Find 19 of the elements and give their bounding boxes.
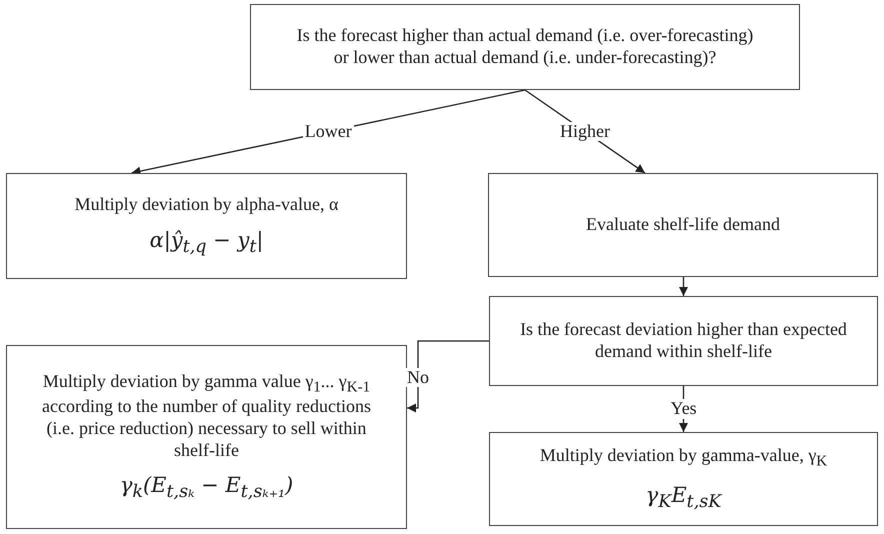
arrow bbox=[407, 340, 489, 413]
formula: α|ŷ$_{t,q}$ − y$_{t}$| bbox=[150, 228, 264, 258]
box-text: Multiply deviation by alpha-value, α bbox=[74, 194, 338, 216]
decision-box bbox=[250, 4, 800, 90]
arrow bbox=[678, 277, 688, 296]
edge-label: Yes bbox=[668, 399, 699, 419]
process-box bbox=[6, 173, 407, 279]
box-text: Multiply deviation by gamma-value, γ$_{K}$ bbox=[540, 445, 828, 471]
process-box bbox=[6, 345, 407, 529]
process-box bbox=[489, 432, 878, 526]
box-text: Multiply deviation by gamma value γ$_{1}$... γ$_{K-1}$ according to the number of quality reductions (i.e. price reduction) necessary to sell within shelf-life bbox=[41, 370, 372, 462]
formula: γ$_{k}$(E$_{t,sₖ}$ − E$_{t,sₖ₊₁}$) bbox=[120, 473, 294, 504]
edge-label: Higher bbox=[558, 122, 612, 142]
box-text: Is the forecast higher than actual demand (i.e. over-forecasting) or lower than actual demand (i.e. under-forecasting)? bbox=[296, 25, 754, 69]
process-box bbox=[488, 173, 878, 277]
box-text: Evaluate shelf-life demand bbox=[586, 214, 780, 236]
decision-box bbox=[489, 296, 878, 386]
box-text: Is the forecast deviation higher than expected demand within shelf-life bbox=[519, 319, 848, 363]
edge-label: No bbox=[405, 368, 431, 388]
